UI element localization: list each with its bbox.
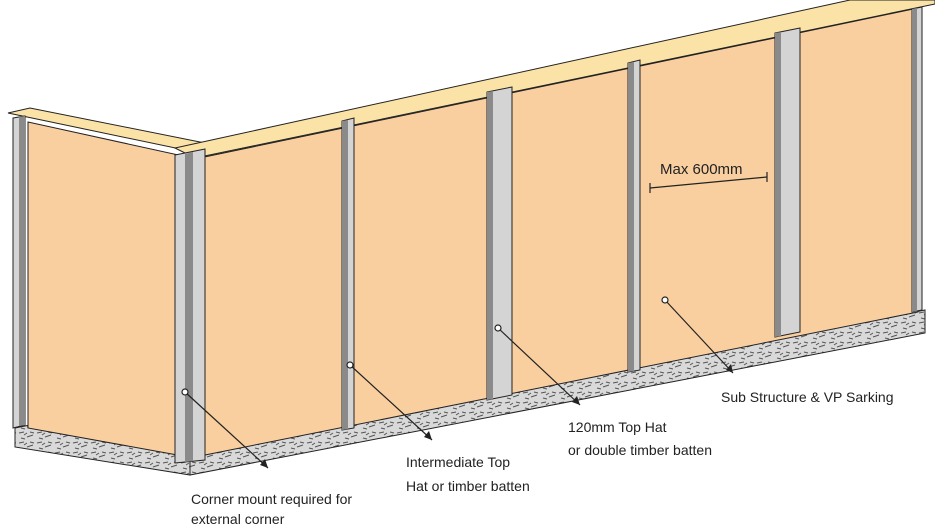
main-wall xyxy=(173,0,935,459)
wide-top-hat-right xyxy=(774,27,801,338)
max-spacing-dimension: Max 600mm xyxy=(649,161,768,193)
leader-sub-structure xyxy=(661,296,734,374)
leader-intermediate xyxy=(346,361,433,441)
leader-corner xyxy=(181,388,269,469)
leader-wide-top-hat xyxy=(494,324,581,406)
corner-top-hat xyxy=(174,148,206,464)
intermediate-label-line1: Intermediate Top xyxy=(406,454,510,470)
intermediate-label-line2: Hat or timber batten xyxy=(406,478,530,494)
corner-label-line2: external corner xyxy=(191,511,285,527)
left-wall-sarking xyxy=(27,121,184,457)
sub-structure-label: Sub Structure & VP Sarking xyxy=(721,389,894,405)
left-wall xyxy=(7,107,207,457)
max-spacing-label: Max 600mm xyxy=(660,161,743,178)
end-top-hat xyxy=(911,6,923,313)
corner-label-line1: Corner mount required for xyxy=(191,491,352,507)
intermediate-top-hat-2 xyxy=(627,59,641,373)
wide-top-hat-120mm xyxy=(486,86,513,401)
wide-top-hat-label-line1: 120mm Top Hat xyxy=(568,419,667,435)
wide-top-hat-label-line2: or double timber batten xyxy=(568,442,712,458)
intermediate-top-hat-1 xyxy=(341,117,355,431)
